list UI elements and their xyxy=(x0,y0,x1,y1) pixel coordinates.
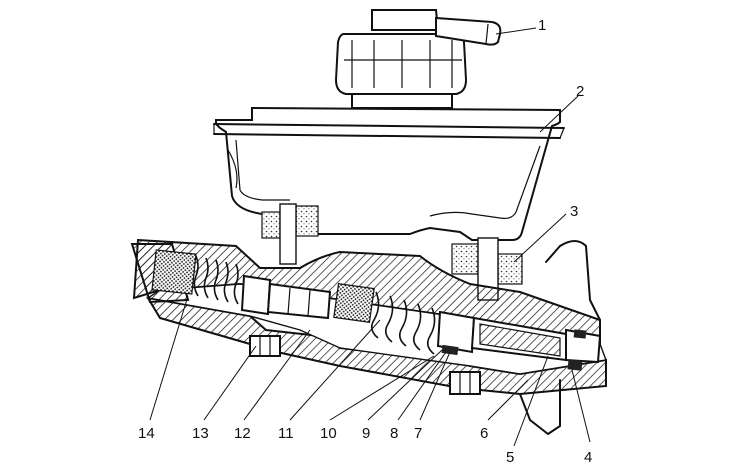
primary-piston xyxy=(436,310,602,371)
reservoir-ports xyxy=(261,203,523,301)
callout-4: 4 xyxy=(584,449,592,466)
reservoir-cap xyxy=(334,9,502,109)
callout-3: 3 xyxy=(570,203,578,220)
callout-labels: 1 2 3 4 5 6 7 8 9 10 11 12 13 14 xyxy=(138,17,592,466)
callout-10: 10 xyxy=(320,425,337,442)
primary-spring xyxy=(333,282,436,355)
callout-1: 1 xyxy=(538,17,546,34)
secondary-piston xyxy=(240,274,332,320)
callout-6: 6 xyxy=(480,425,488,442)
callout-2: 2 xyxy=(576,83,584,100)
leader-lines xyxy=(149,27,591,447)
callout-5: 5 xyxy=(506,449,514,466)
secondary-spring xyxy=(151,249,239,305)
callout-7: 7 xyxy=(414,425,422,442)
callout-8: 8 xyxy=(390,425,398,442)
callout-13: 13 xyxy=(192,425,209,442)
callout-12: 12 xyxy=(234,425,251,442)
callout-9: 9 xyxy=(362,425,370,442)
callout-11: 11 xyxy=(278,425,294,442)
callout-14: 14 xyxy=(138,425,155,442)
